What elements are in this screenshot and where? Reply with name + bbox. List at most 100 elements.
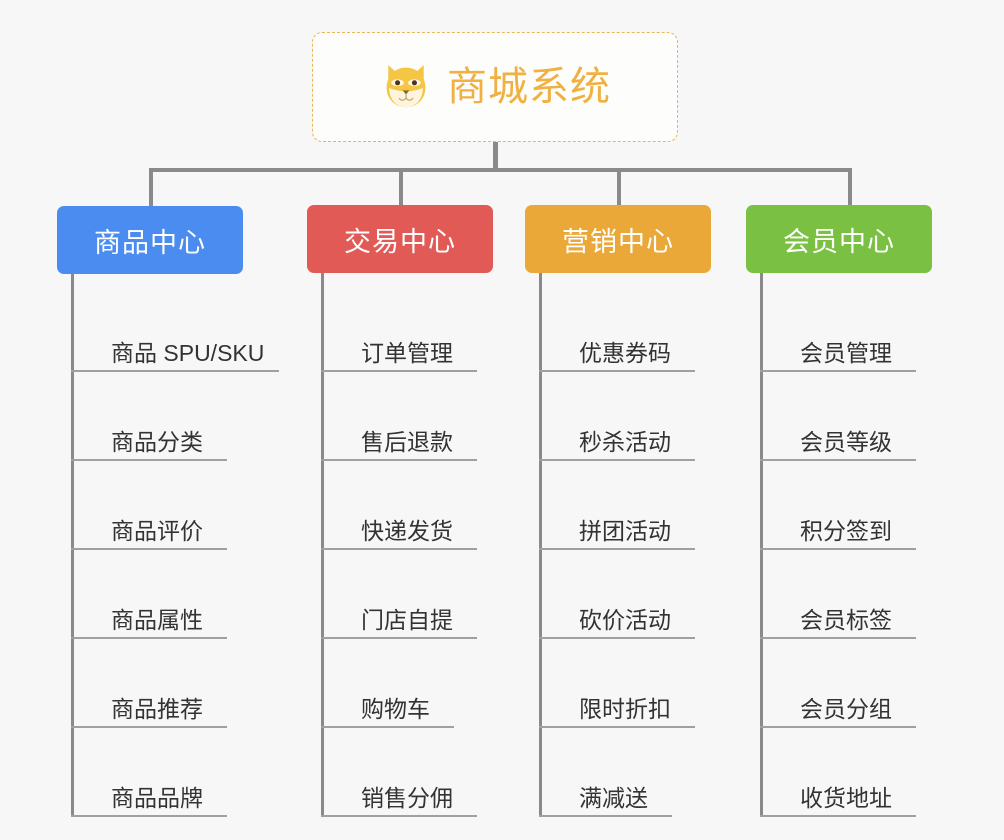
leaf-underline [321, 459, 477, 461]
leaf-underline [321, 726, 454, 728]
connector-stem-2 [321, 273, 324, 285]
branch-label: 交易中心 [344, 226, 456, 257]
leaf-underline [321, 548, 477, 550]
leaf-item[interactable]: 收货地址 [760, 728, 980, 817]
leaf-label: 售后退款 [361, 428, 453, 455]
leaf-label: 拼团活动 [579, 517, 671, 544]
leaf-item[interactable]: 秒杀活动 [539, 372, 759, 461]
connector-drop-1 [149, 168, 153, 206]
branch-box-3[interactable]: 营销中心 [525, 205, 711, 273]
leaf-label: 商品 SPU/SKU [111, 339, 265, 366]
leaf-item[interactable]: 订单管理 [321, 283, 541, 372]
leaf-underline [71, 459, 227, 461]
leaf-item[interactable]: 限时折扣 [539, 639, 759, 728]
leaf-label: 会员标签 [800, 606, 892, 633]
leaf-label: 购物车 [361, 695, 430, 722]
leaf-item[interactable]: 售后退款 [321, 372, 541, 461]
connector-drop-3 [617, 168, 621, 206]
leaf-underline [321, 370, 477, 372]
leaf-item[interactable]: 销售分佣 [321, 728, 541, 817]
branch-box-4[interactable]: 会员中心 [746, 205, 932, 273]
leaf-item[interactable]: 会员管理 [760, 283, 980, 372]
leaf-label: 商品分类 [111, 428, 203, 455]
leaf-column-2: 订单管理 售后退款 快递发货 门店自提 购物车 销售分佣 [321, 283, 541, 817]
leaf-spine [71, 283, 74, 817]
leaf-column-3: 优惠券码 秒杀活动 拼团活动 砍价活动 限时折扣 满减送 [539, 283, 759, 817]
leaf-underline [760, 459, 916, 461]
leaf-label: 会员管理 [800, 339, 892, 366]
leaf-item[interactable]: 砍价活动 [539, 550, 759, 639]
leaf-item[interactable]: 满减送 [539, 728, 759, 817]
leaf-underline [760, 815, 916, 817]
leaf-label: 积分签到 [800, 517, 892, 544]
leaf-item[interactable]: 会员等级 [760, 372, 980, 461]
leaf-item[interactable]: 商品品牌 [71, 728, 291, 817]
connector-stem-4 [760, 273, 763, 285]
leaf-label: 限时折扣 [579, 695, 671, 722]
leaf-label: 商品属性 [111, 606, 203, 633]
connector-stem-1 [71, 274, 74, 286]
leaf-underline [539, 459, 695, 461]
leaf-spine [760, 283, 763, 817]
leaf-label: 砍价活动 [579, 606, 671, 633]
branch-box-1[interactable]: 商品中心 [57, 206, 243, 274]
root-node[interactable]: 商城系统 [312, 32, 678, 142]
leaf-underline [760, 548, 916, 550]
leaf-item[interactable]: 商品 SPU/SKU [71, 283, 291, 372]
leaf-label: 订单管理 [361, 339, 453, 366]
leaf-item[interactable]: 商品推荐 [71, 639, 291, 728]
leaf-item[interactable]: 会员标签 [760, 550, 980, 639]
leaf-label: 商品评价 [111, 517, 203, 544]
connector-drop-2 [399, 168, 403, 206]
leaf-underline [760, 637, 916, 639]
leaf-column-4: 会员管理 会员等级 积分签到 会员标签 会员分组 收货地址 [760, 283, 980, 817]
leaf-underline [760, 726, 916, 728]
connector-root-stem [493, 142, 498, 170]
leaf-underline [71, 370, 279, 372]
leaf-underline [539, 815, 672, 817]
leaf-label: 商品推荐 [111, 695, 203, 722]
leaf-underline [71, 726, 227, 728]
root-title: 商城系统 [447, 65, 611, 109]
leaf-item[interactable]: 门店自提 [321, 550, 541, 639]
leaf-underline [71, 637, 227, 639]
leaf-label: 优惠券码 [579, 339, 671, 366]
leaf-item[interactable]: 拼团活动 [539, 461, 759, 550]
leaf-label: 收货地址 [800, 784, 892, 811]
leaf-label: 门店自提 [361, 606, 453, 633]
leaf-label: 会员分组 [800, 695, 892, 722]
leaf-label: 秒杀活动 [579, 428, 671, 455]
leaf-label: 快递发货 [361, 517, 453, 544]
connector-stem-3 [539, 273, 542, 285]
leaf-underline [539, 548, 695, 550]
leaf-underline [71, 815, 227, 817]
leaf-underline [539, 370, 695, 372]
leaf-item[interactable]: 积分签到 [760, 461, 980, 550]
leaf-label: 满减送 [579, 784, 648, 811]
connector-drop-4 [848, 168, 852, 206]
leaf-item[interactable]: 商品分类 [71, 372, 291, 461]
leaf-underline [539, 726, 695, 728]
branch-box-2[interactable]: 交易中心 [307, 205, 493, 273]
leaf-label: 销售分佣 [361, 784, 453, 811]
leaf-spine [539, 283, 542, 817]
branch-label: 会员中心 [783, 226, 895, 257]
branch-label: 营销中心 [562, 226, 674, 257]
leaf-item[interactable]: 商品评价 [71, 461, 291, 550]
leaf-underline [71, 548, 227, 550]
leaf-label: 会员等级 [800, 428, 892, 455]
leaf-underline [760, 370, 916, 372]
leaf-spine [321, 283, 324, 817]
leaf-underline [321, 637, 477, 639]
shiba-dog-face-icon [386, 65, 426, 108]
leaf-item[interactable]: 商品属性 [71, 550, 291, 639]
leaf-underline [539, 637, 695, 639]
branch-label: 商品中心 [94, 227, 206, 258]
leaf-item[interactable]: 购物车 [321, 639, 541, 728]
leaf-column-1: 商品 SPU/SKU 商品分类 商品评价 商品属性 商品推荐 商品品牌 [71, 283, 291, 817]
leaf-item[interactable]: 优惠券码 [539, 283, 759, 372]
leaf-item[interactable]: 会员分组 [760, 639, 980, 728]
leaf-item[interactable]: 快递发货 [321, 461, 541, 550]
leaf-underline [321, 815, 477, 817]
